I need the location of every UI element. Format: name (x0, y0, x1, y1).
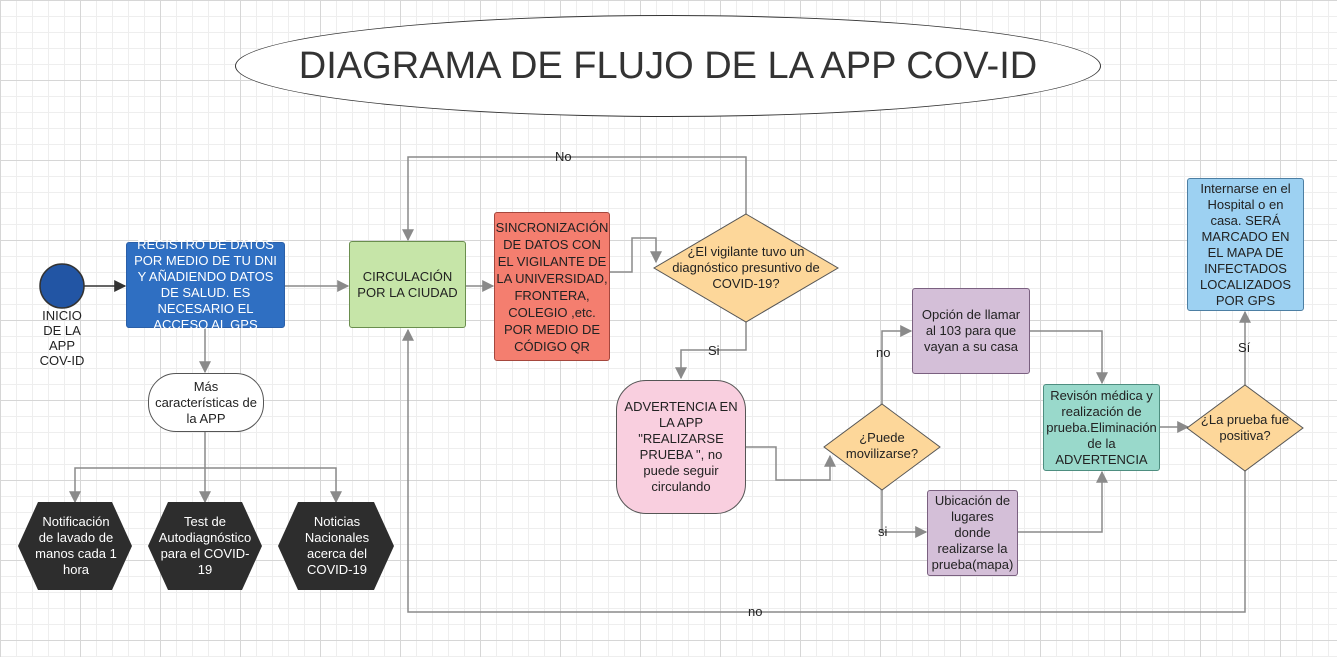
diagram-title: DIAGRAMA DE FLUJO DE LA APP COV-ID (235, 15, 1101, 117)
start-label: INICIO DE LA APP COV-ID (39, 308, 85, 368)
test-node: Test de Autodiagnóstico para el COVID-19 (158, 514, 252, 577)
internarse-node: Internarse en el Hospital o en casa. SER… (1187, 178, 1304, 311)
vigilante-diamond-shape (653, 213, 839, 323)
edge-sincronizacion-vigilante (610, 237, 662, 273)
edge-vigilante-si (675, 322, 747, 380)
label-si-prueba: Sí (1238, 340, 1251, 355)
mas-node: Más características de la APP (148, 373, 264, 432)
edge-ubicacion-revision (1018, 470, 1108, 533)
edge-puede-opcion (881, 325, 913, 404)
ubicacion-node: Ubicación de lugares donde realizarse la… (927, 490, 1018, 576)
notificacion-node: Notificación de lavado de manos cada 1 h… (35, 514, 117, 577)
puede-decision: ¿Puede movilizarse? (845, 430, 919, 461)
label-no-puede: no (876, 345, 891, 360)
label-si-vigilante: Si (708, 343, 720, 358)
prueba-diamond-shape (1186, 384, 1304, 472)
opcion-node: Opción de llamar al 103 para que vayan a… (912, 288, 1030, 374)
puede-diamond-shape (823, 403, 941, 491)
edge-puede-ubicacion (881, 490, 928, 538)
label-no-bottom: no (748, 604, 763, 619)
edge-prueba-no-loop (402, 328, 1246, 613)
notificacion-hex-shape (18, 502, 132, 590)
registro-node: REGISTRO DE DATOS POR MEDIO DE TU DNI Y … (126, 237, 285, 332)
test-hex-shape (148, 502, 262, 590)
edge-opcion-revision (1030, 330, 1108, 385)
edge-mas-noticias (205, 467, 342, 504)
circulacion-node: CIRCULACIÓN POR LA CIUDAD (349, 241, 466, 328)
prueba-decision: ¿La prueba fue positiva? (1200, 412, 1290, 443)
vigilante-decision: ¿El vigilante tuvo un diagnóstico presun… (672, 244, 820, 291)
advertencia-node: ADVERTENCIA EN LA APP "REALIZARSE PRUEBA… (616, 380, 746, 514)
noticias-hex-shape (278, 502, 394, 590)
edge-advertencia-puede (746, 446, 836, 481)
label-si-puede: si (878, 524, 888, 539)
sincronizacion-node: SINCRONIZACIÓN DE DATOS CON EL VIGILANTE… (494, 212, 610, 361)
start-circle (39, 263, 85, 309)
revision-node: Revisón médica y realización de prueba.E… (1043, 384, 1160, 471)
label-no-top: No (555, 149, 572, 164)
edge-vigilante-no-loop (402, 156, 747, 242)
noticias-node: Noticias Nacionales acerca del COVID-19 (304, 514, 370, 577)
edge-mas-notificacion (69, 432, 206, 504)
